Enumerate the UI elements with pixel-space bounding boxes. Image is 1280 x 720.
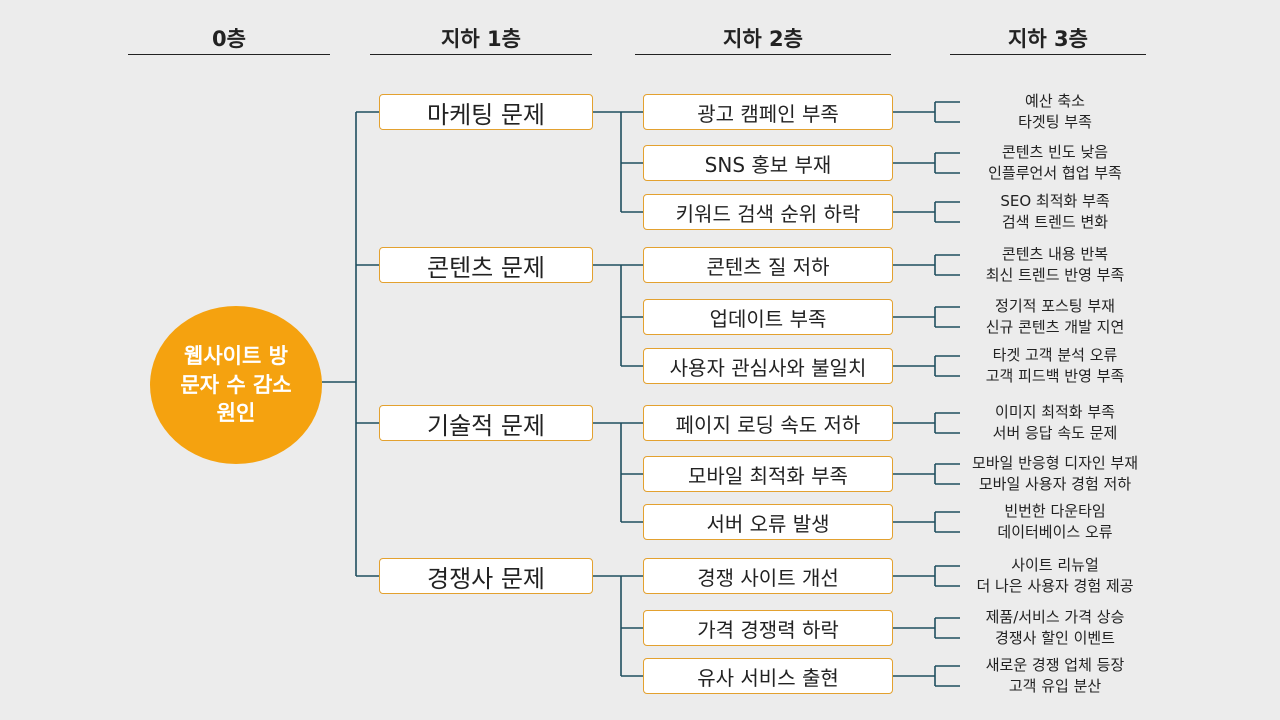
detail-item: 경쟁사 할인 이벤트 <box>995 629 1115 647</box>
detail-item: 데이터베이스 오류 <box>997 523 1113 541</box>
cause-box: 서버 오류 발생 <box>643 504 893 540</box>
cause-box: 경쟁 사이트 개선 <box>643 558 893 594</box>
cause-box: 업데이트 부족 <box>643 299 893 335</box>
detail-item: 콘텐츠 내용 반복 <box>1001 245 1109 263</box>
category-box: 경쟁사 문제 <box>379 558 593 594</box>
detail-item: 서버 응답 속도 문제 <box>992 424 1118 442</box>
cause-box: 사용자 관심사와 불일치 <box>643 348 893 384</box>
header-level-b3: 지하 3층 <box>950 22 1146 55</box>
detail-item: 최신 트렌드 반영 부족 <box>985 266 1125 284</box>
category-box: 마케팅 문제 <box>379 94 593 130</box>
detail-item: 제품/서비스 가격 상승 <box>985 608 1125 626</box>
category-box: 기술적 문제 <box>379 405 593 441</box>
detail-item: SEO 최적화 부족 <box>1000 192 1110 210</box>
cause-box: 키워드 검색 순위 하락 <box>643 194 893 230</box>
detail-item: 검색 트렌드 변화 <box>1001 213 1109 231</box>
detail-item: 예산 축소 <box>1025 92 1085 110</box>
detail-item: 사이트 리뉴얼 <box>1011 556 1099 574</box>
detail-item: 고객 유입 분산 <box>1008 677 1102 695</box>
cause-box: 광고 캠페인 부족 <box>643 94 893 130</box>
detail-item: 모바일 반응형 디자인 부재 <box>971 454 1139 472</box>
root-node: 웹사이트 방문자 수 감소 원인 <box>150 306 322 464</box>
cause-box: 모바일 최적화 부족 <box>643 456 893 492</box>
detail-item: 신규 콘텐츠 개발 지연 <box>985 318 1125 336</box>
cause-box: 가격 경쟁력 하락 <box>643 610 893 646</box>
detail-item: 콘텐츠 빈도 낮음 <box>1001 143 1109 161</box>
detail-item: 타겟 고객 분석 오류 <box>992 346 1118 364</box>
detail-item: 정기적 포스팅 부재 <box>995 297 1115 315</box>
detail-item: 인플루언서 협업 부족 <box>988 164 1122 182</box>
header-level-0: 0층 <box>128 22 330 55</box>
cause-box: 페이지 로딩 속도 저하 <box>643 405 893 441</box>
detail-item: 새로운 경쟁 업체 등장 <box>985 656 1125 674</box>
detail-item: 더 나은 사용자 경험 제공 <box>976 577 1134 595</box>
cause-box: SNS 홍보 부재 <box>643 145 893 181</box>
detail-item: 모바일 사용자 경험 저하 <box>978 475 1132 493</box>
cause-box: 유사 서비스 출현 <box>643 658 893 694</box>
category-box: 콘텐츠 문제 <box>379 247 593 283</box>
root-label: 웹사이트 방문자 수 감소 원인 <box>180 344 292 426</box>
detail-item: 이미지 최적화 부족 <box>995 403 1115 421</box>
detail-item: 빈번한 다운타임 <box>1004 502 1106 520</box>
detail-item: 고객 피드백 반영 부족 <box>985 367 1125 385</box>
header-level-b2: 지하 2층 <box>635 22 891 55</box>
cause-box: 콘텐츠 질 저하 <box>643 247 893 283</box>
header-level-b1: 지하 1층 <box>370 22 592 55</box>
detail-item: 타겟팅 부족 <box>1018 113 1092 131</box>
